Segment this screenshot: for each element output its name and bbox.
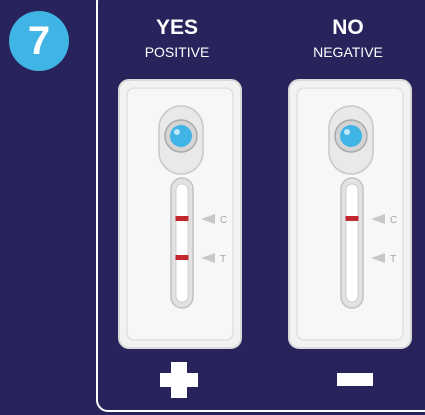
test-marker: T <box>220 254 226 265</box>
result-window <box>176 184 188 302</box>
negative-test-cassette: C T <box>287 78 413 350</box>
control-marker: C <box>390 215 397 226</box>
sample-well-highlight <box>174 129 180 135</box>
positive-test-cassette: C T <box>117 78 243 350</box>
plus-icon <box>149 360 209 400</box>
minus-icon <box>324 360 384 400</box>
control-marker: C <box>220 215 227 226</box>
negative-answer: NO <box>278 16 418 40</box>
test-line <box>176 255 189 260</box>
negative-heading: NO NEGATIVE <box>278 16 418 61</box>
sample-well-highlight <box>344 129 350 135</box>
result-window <box>346 184 358 302</box>
negative-label: NEGATIVE <box>278 43 418 61</box>
positive-answer: YES <box>107 16 247 40</box>
control-line <box>176 216 189 221</box>
positive-label: POSITIVE <box>107 43 247 61</box>
test-marker: T <box>390 254 396 265</box>
control-line <box>346 216 359 221</box>
sample-well-icon <box>170 125 192 147</box>
step-number-badge: 7 <box>9 11 69 71</box>
positive-heading: YES POSITIVE <box>107 16 247 61</box>
sample-well-icon <box>340 125 362 147</box>
